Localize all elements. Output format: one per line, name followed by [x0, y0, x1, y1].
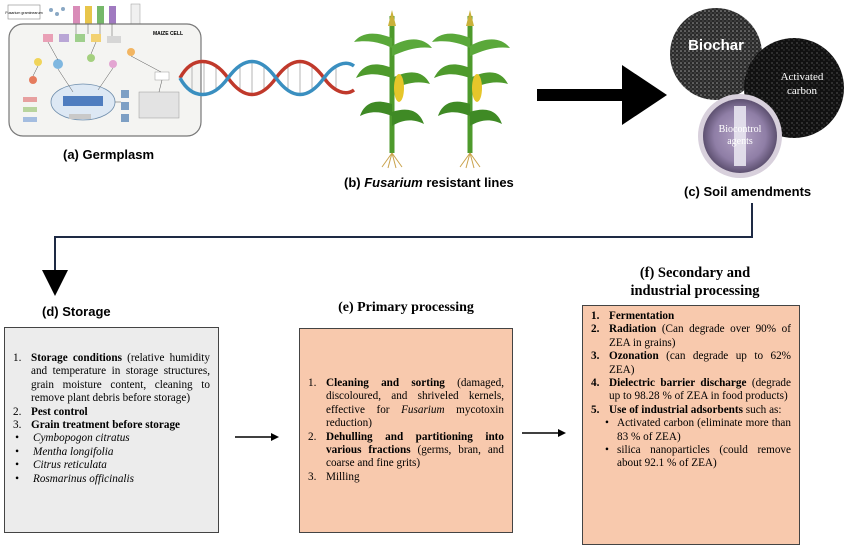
- big-arrow: [537, 60, 672, 130]
- biochar-label: Biochar: [688, 37, 744, 54]
- primary-box: 1.Cleaning and sorting (damaged, discolo…: [299, 328, 513, 533]
- primary-item-1: 1.Cleaning and sorting (damaged, discolo…: [308, 377, 504, 430]
- activated-carbon-label-1: Activated: [781, 71, 824, 83]
- cell-label: MAIZE CELL: [153, 31, 183, 37]
- secondary-caption-line-2: industrial processing: [630, 283, 760, 299]
- secondary-item-3: 3.Ozonation (can degrade up to 62% ZEA): [591, 350, 791, 376]
- biocontrol-label-1: Biocontrol: [719, 124, 762, 135]
- maize-plants: [352, 8, 512, 170]
- storage-item-3: 3.Grain treatment before storage: [13, 419, 181, 432]
- germplasm-caption: (a) Germplasm: [63, 147, 155, 162]
- storage-caption: (d) Storage: [42, 304, 111, 319]
- plant-item: Rosmarinus officinalis: [13, 473, 210, 487]
- resistant-lines-caption: (b) Fusarium resistant lines: [344, 175, 514, 190]
- biocontrol-label-2: agents: [727, 136, 753, 147]
- secondary-item-4: 4.Dielectric barrier discharge (degrade …: [591, 377, 791, 403]
- adsorbent-item: Activated carbon (eliminate more than 83…: [605, 417, 791, 444]
- secondary-item-2: 2.Radiation (Can degrade over 90% of ZEA…: [591, 323, 791, 349]
- secondary-caption: (f) Secondary and industrial processing: [590, 264, 800, 300]
- caption-prefix: (b): [344, 175, 365, 190]
- soil-amendments-caption: (c) Soil amendments: [684, 184, 812, 199]
- biochar-image: [670, 8, 762, 100]
- dna-helix: [178, 54, 356, 102]
- secondary-caption-line-1: (f) Secondary and: [639, 265, 751, 281]
- primary-item-2: 2.Dehulling and partitioning into variou…: [308, 430, 504, 470]
- secondary-item-1: 1.Fermentation: [591, 310, 675, 322]
- activated-carbon-label-2: carbon: [787, 85, 817, 97]
- fungus-label: Fusarium graminearum: [5, 11, 42, 15]
- secondary-box: 1.Fermentation 2.Radiation (Can degrade …: [582, 305, 800, 545]
- secondary-item-5: 5.Use of industrial adsorbents such as:: [591, 403, 782, 416]
- plant-item: Cymbopogon citratus: [13, 432, 210, 446]
- caption-italic: Fusarium: [364, 175, 423, 190]
- storage-box: 1.Storage conditions (relative humidity …: [4, 327, 219, 533]
- soil-amendments-figure: Biochar Activated carbon Biocontrol agen…: [660, 6, 850, 182]
- plant-item: Mentha longifolia: [13, 446, 210, 460]
- maize-plant-left: [354, 10, 432, 169]
- maize-cell-diagram: Fusarium graminearum MAIZE CELL: [5, 3, 202, 137]
- plant-item: Citrus reticulata: [13, 459, 210, 473]
- germplasm-figure: Fusarium graminearum MAIZE CELL: [3, 2, 208, 142]
- primary-caption: (e) Primary processing: [338, 300, 474, 315]
- maize-plant-right: [432, 10, 510, 169]
- storage-item-1: 1.Storage conditions (relative humidity …: [13, 352, 211, 405]
- storage-item-2: 2.Pest control: [13, 405, 88, 418]
- caption-suffix: resistant lines: [422, 175, 514, 190]
- primary-item-3: 3.Milling: [308, 470, 360, 483]
- adsorbent-item: silica nanoparticles (could remove about…: [605, 444, 791, 471]
